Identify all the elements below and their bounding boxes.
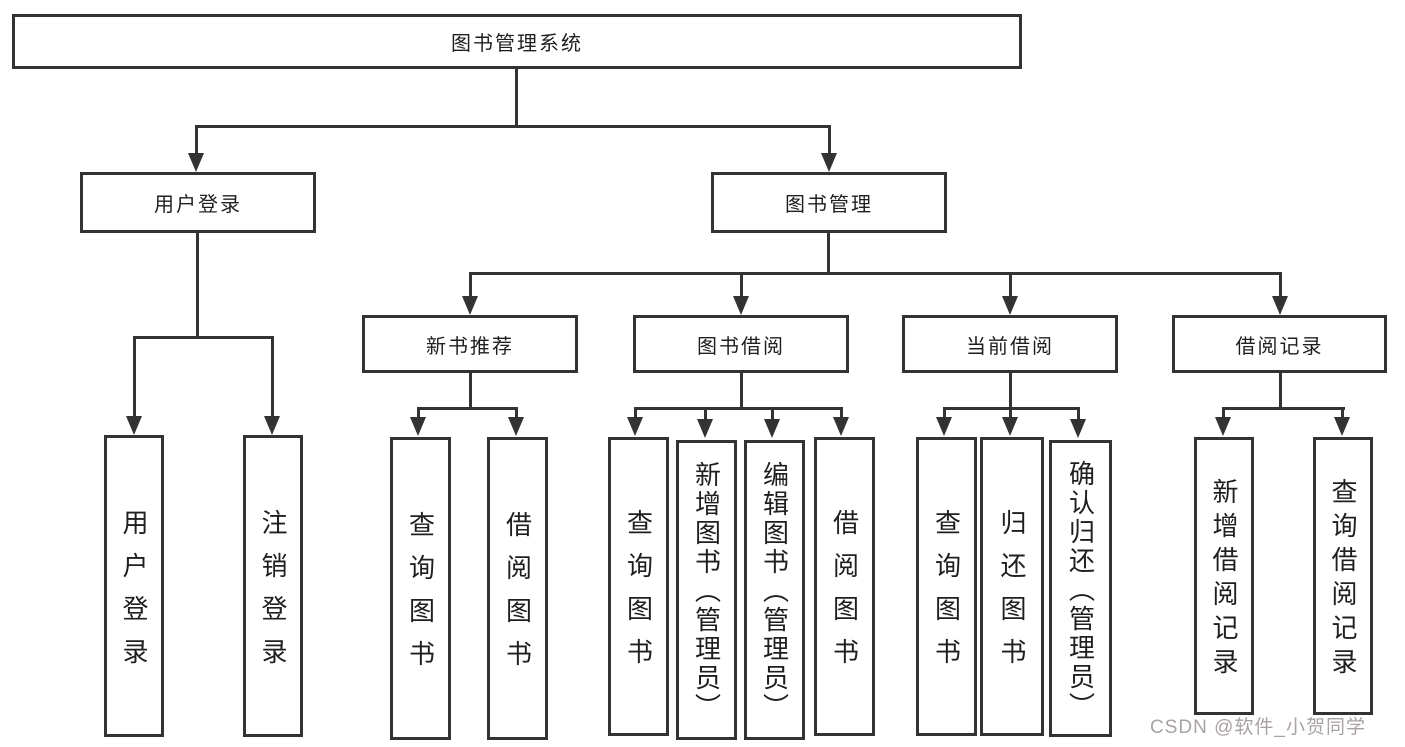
leaf-bb-add-books-admin: 新增图书（管理员） bbox=[676, 440, 737, 740]
leaf-logout-login: 注销登录 bbox=[243, 435, 303, 737]
arrow-down-icon bbox=[462, 296, 478, 315]
leaf-br-add-record: 新增借阅记录 bbox=[1194, 437, 1254, 715]
node-book-management: 图书管理 bbox=[711, 172, 947, 233]
connector-borrowing-records-rail bbox=[1222, 407, 1345, 410]
leaf-user-login: 用户登录 bbox=[104, 435, 164, 737]
csdn-watermark: CSDN @软件_小贺同学 bbox=[1150, 717, 1366, 738]
connector-user-login-stem bbox=[196, 232, 199, 336]
connector-new-book-recommend-stem bbox=[469, 372, 472, 407]
connector-drop-book-management bbox=[828, 125, 831, 155]
node-user-login: 用户登录 bbox=[80, 172, 316, 233]
connector-root-rail bbox=[195, 125, 831, 128]
arrow-down-icon bbox=[833, 417, 849, 436]
arrow-down-icon bbox=[508, 417, 524, 436]
connector-drop bbox=[704, 407, 707, 419]
leaf-nbr-borrow-books: 借阅图书 bbox=[487, 437, 548, 740]
arrow-down-icon bbox=[1334, 417, 1350, 436]
leaf-cb-confirm-return-admin: 确认归还（管理员） bbox=[1049, 440, 1112, 737]
connector-drop bbox=[1009, 407, 1012, 419]
connector-borrowing-records-stem bbox=[1279, 372, 1282, 407]
connector-drop bbox=[840, 407, 843, 419]
leaf-bb-borrow-books: 借阅图书 bbox=[814, 437, 875, 736]
arrow-down-icon bbox=[821, 153, 837, 172]
leaf-br-query-record: 查询借阅记录 bbox=[1313, 437, 1373, 715]
connector-drop bbox=[417, 407, 420, 419]
arrow-down-icon bbox=[1002, 296, 1018, 315]
connector-drop bbox=[1077, 407, 1080, 419]
connector-drop-current-borrowing bbox=[1009, 272, 1012, 298]
connector-drop bbox=[771, 407, 774, 419]
connector-drop bbox=[1341, 407, 1344, 419]
node-root: 图书管理系统 bbox=[12, 14, 1022, 69]
arrow-down-icon bbox=[126, 416, 142, 435]
connector-drop bbox=[515, 407, 518, 419]
connector-book-borrowing-stem bbox=[740, 372, 743, 407]
arrow-down-icon bbox=[1215, 417, 1231, 436]
node-new-book-recommend: 新书推荐 bbox=[362, 315, 578, 373]
arrow-down-icon bbox=[264, 416, 280, 435]
connector-new-book-recommend-rail bbox=[417, 407, 518, 410]
connector-book-management-rail bbox=[469, 272, 1282, 275]
connector-user-login-rail bbox=[133, 336, 274, 339]
arrow-down-icon bbox=[627, 417, 643, 436]
connector-drop bbox=[1222, 407, 1225, 419]
arrow-down-icon bbox=[188, 153, 204, 172]
connector-drop bbox=[943, 407, 946, 419]
arrow-down-icon bbox=[764, 419, 780, 438]
leaf-cb-return-books: 归还图书 bbox=[980, 437, 1044, 736]
arrow-down-icon bbox=[733, 296, 749, 315]
arrow-down-icon bbox=[1070, 419, 1086, 438]
leaf-bb-query-books: 查询图书 bbox=[608, 437, 669, 736]
node-book-borrowing: 图书借阅 bbox=[633, 315, 849, 373]
connector-root-stem bbox=[515, 68, 518, 125]
node-current-borrowing: 当前借阅 bbox=[902, 315, 1118, 373]
arrow-down-icon bbox=[410, 417, 426, 436]
connector-drop-book-borrowing bbox=[740, 272, 743, 298]
arrow-down-icon bbox=[936, 417, 952, 436]
arrow-down-icon bbox=[697, 419, 713, 438]
arrow-down-icon bbox=[1002, 417, 1018, 436]
connector-book-management-stem bbox=[827, 232, 830, 272]
connector-drop bbox=[634, 407, 637, 419]
connector-book-borrowing-rail bbox=[634, 407, 843, 410]
connector-drop-leaf-logout bbox=[271, 336, 274, 416]
leaf-nbr-query-books: 查询图书 bbox=[390, 437, 451, 740]
node-borrowing-records: 借阅记录 bbox=[1172, 315, 1387, 373]
connector-drop-new-book-recommend bbox=[469, 272, 472, 298]
connector-drop-user-login bbox=[195, 125, 198, 155]
leaf-bb-edit-books-admin: 编辑图书（管理员） bbox=[744, 440, 805, 740]
connector-current-borrowing-stem bbox=[1009, 372, 1012, 407]
connector-drop-borrowing-records bbox=[1279, 272, 1282, 298]
leaf-cb-query-books: 查询图书 bbox=[916, 437, 977, 736]
arrow-down-icon bbox=[1272, 296, 1288, 315]
connector-drop-leaf-user-login bbox=[133, 336, 136, 416]
